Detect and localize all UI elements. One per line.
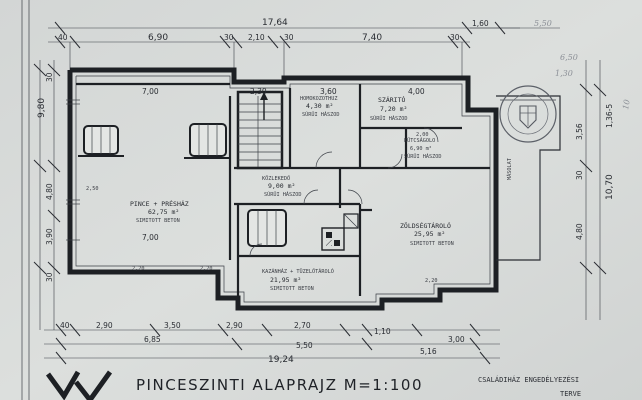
svg-text:SÚRŰI HÁSZOD: SÚRŰI HÁSZOD [404,153,441,160]
svg-text:SÚRŰI HÁSZOD: SÚRŰI HÁSZOD [370,115,407,122]
svg-text:6,90 m²: 6,90 m² [410,146,432,152]
dim-top-total: 17,64 [262,18,288,28]
dim-left-3: 3,90 [45,228,54,245]
dim-top-5: 7,40 [362,33,382,43]
svg-text:SIMITOTT BETON: SIMITOTT BETON [270,286,314,292]
top-dimension-lines [48,21,560,84]
dim-top-right-a: 1,60 [472,19,489,28]
dim-bottom-6: 3,00 [448,335,465,344]
room-homokozo: HOMOKOZOTHUZ 4,30 m² SÚRŰI HÁSZOD [300,96,339,118]
chimney-block [321,227,345,251]
logo-mark [45,370,113,400]
dim-right-3: 4,80 [575,223,584,240]
dim-inner-6: 2,50 [86,186,99,192]
dim-left-4: 30 [45,72,54,82]
project-title-line2: TERVE [560,390,581,398]
door-swings [249,127,439,257]
svg-text:SÚRŰI HÁSZOD: SÚRŰI HÁSZOD [264,191,301,198]
room-szarito: SZÁRITÓ 7,20 m² SÚRŰI HÁSZOD [370,95,407,122]
svg-text:7,20 m²: 7,20 m² [380,105,407,113]
right-dimension-lines [579,60,607,320]
svg-text:SZÁRITÓ: SZÁRITÓ [378,95,405,104]
dim-left-5: 30 [45,272,54,282]
drawing-title: PINCESZINTI ALAPRAJZ M=1:100 [136,376,423,394]
bottom-dimension-lines [44,323,500,365]
barrel-left [78,125,124,157]
svg-text:ZÖLDSÉGTÁROLÓ: ZÖLDSÉGTÁROLÓ [400,221,451,230]
svg-text:SIMITOTT BETON: SIMITOTT BETON [410,241,454,247]
dim-top-2: 30 [224,33,234,42]
barrel-lower [247,209,287,247]
dim-bottom-2-3: 5,16 [420,347,437,356]
handwritten-note-3: 10 [621,99,632,111]
svg-text:HOMOKOZOTHUZ: HOMOKOZOTHUZ [300,96,337,102]
dim-top-6: 30 [450,33,460,42]
dim-bottom-2-1: 6,85 [144,335,161,344]
dim-inner-2: 2,30 [250,87,267,96]
dim-top-0: 40 [58,33,68,42]
svg-text:KAZÁNHÁZ + TÜZELŐTÁROLÓ: KAZÁNHÁZ + TÜZELŐTÁROLÓ [262,268,334,275]
dim-inner-4: 4,00 [408,87,425,96]
dim-inner-10: 2,00 [416,132,429,138]
dim-right-1: 3,56 [575,123,584,140]
dim-top-right-b: 5,50 [534,19,552,28]
dim-top-3: 2,10 [248,33,265,42]
room-kazanhaz: KAZÁNHÁZ + TÜZELŐTÁROLÓ 21,95 m² SIMITOT… [262,268,334,292]
window-marks [66,99,80,241]
dim-inner-3: 3,60 [320,87,337,96]
handwritten-note-1: 6,50 [560,53,578,62]
inner-walls [76,82,490,296]
dim-top-4: 30 [284,33,294,42]
dim-bottom-4: 2,70 [294,321,311,330]
dim-right-5: 1,36-5 [605,104,614,128]
left-dimension-lines [33,60,61,330]
dim-top-1: 6,90 [148,33,168,43]
dim-inner-8: 2,20 [200,266,213,272]
svg-text:SIMITOTT BETON: SIMITOTT BETON [136,218,180,224]
dim-right-2: 10,70 [605,174,615,200]
svg-text:PINCE + PRÉSHÁZ: PINCE + PRÉSHÁZ [130,199,189,208]
svg-text:62,75 m²: 62,75 m² [148,208,179,216]
dim-right-4: 30 [575,170,584,180]
svg-text:KÜTCSÁGOLO: KÜTCSÁGOLO [404,137,435,144]
dim-bottom-2: 3,50 [164,321,181,330]
stamp-seal [499,85,557,143]
barrel-center [184,123,230,159]
svg-text:KÖZLEKEDŐ: KÖZLEKEDŐ [262,175,290,182]
dim-bottom-1: 2,90 [96,321,113,330]
label-masolat: MÁSOLAT [506,158,513,180]
dim-bottom-2-2: 5,50 [296,341,313,350]
svg-text:25,95 m²: 25,95 m² [414,230,445,238]
svg-text:9,00 m²: 9,00 m² [268,182,295,190]
project-title-line1: CSALÁDIHÁZ ENGEDÉLYEZÉSI [478,375,579,384]
outer-wall [67,67,499,311]
dim-inner-7: 2,20 [132,266,145,272]
svg-text:21,95 m²: 21,95 m² [270,276,301,284]
room-kozlekedo: KÖZLEKEDŐ 9,00 m² SÚRŰI HÁSZOD [262,175,301,198]
dim-bottom-total: 19,24 [268,355,294,365]
dim-bottom-3: 2,90 [226,321,243,330]
dim-left-1: 9,80 [37,98,47,118]
handwritten-note-2: 1,30 [555,69,573,78]
svg-text:4,30 m²: 4,30 m² [306,102,333,110]
svg-text:SÚRŰI HÁSZOD: SÚRŰI HÁSZOD [302,111,339,118]
boiler-symbol [343,213,359,229]
dim-left-2: 4,80 [45,183,54,200]
dim-inner-1: 7,00 [142,87,159,96]
room-pince-preshaz: PINCE + PRÉSHÁZ 62,75 m² SIMITOTT BETON [130,199,189,224]
dim-bottom-0: 40 [60,321,70,330]
dim-inner-5: 7,00 [142,233,159,242]
dim-inner-9: 2,20 [425,278,438,284]
room-kutcsagolo: KÜTCSÁGOLO 6,90 m² SÚRŰI HÁSZOD [404,137,441,160]
room-zoldsegtarolo: ZÖLDSÉGTÁROLÓ 25,95 m² SIMITOTT BETON [400,221,454,247]
dim-bottom-5: 1,10 [374,327,391,336]
